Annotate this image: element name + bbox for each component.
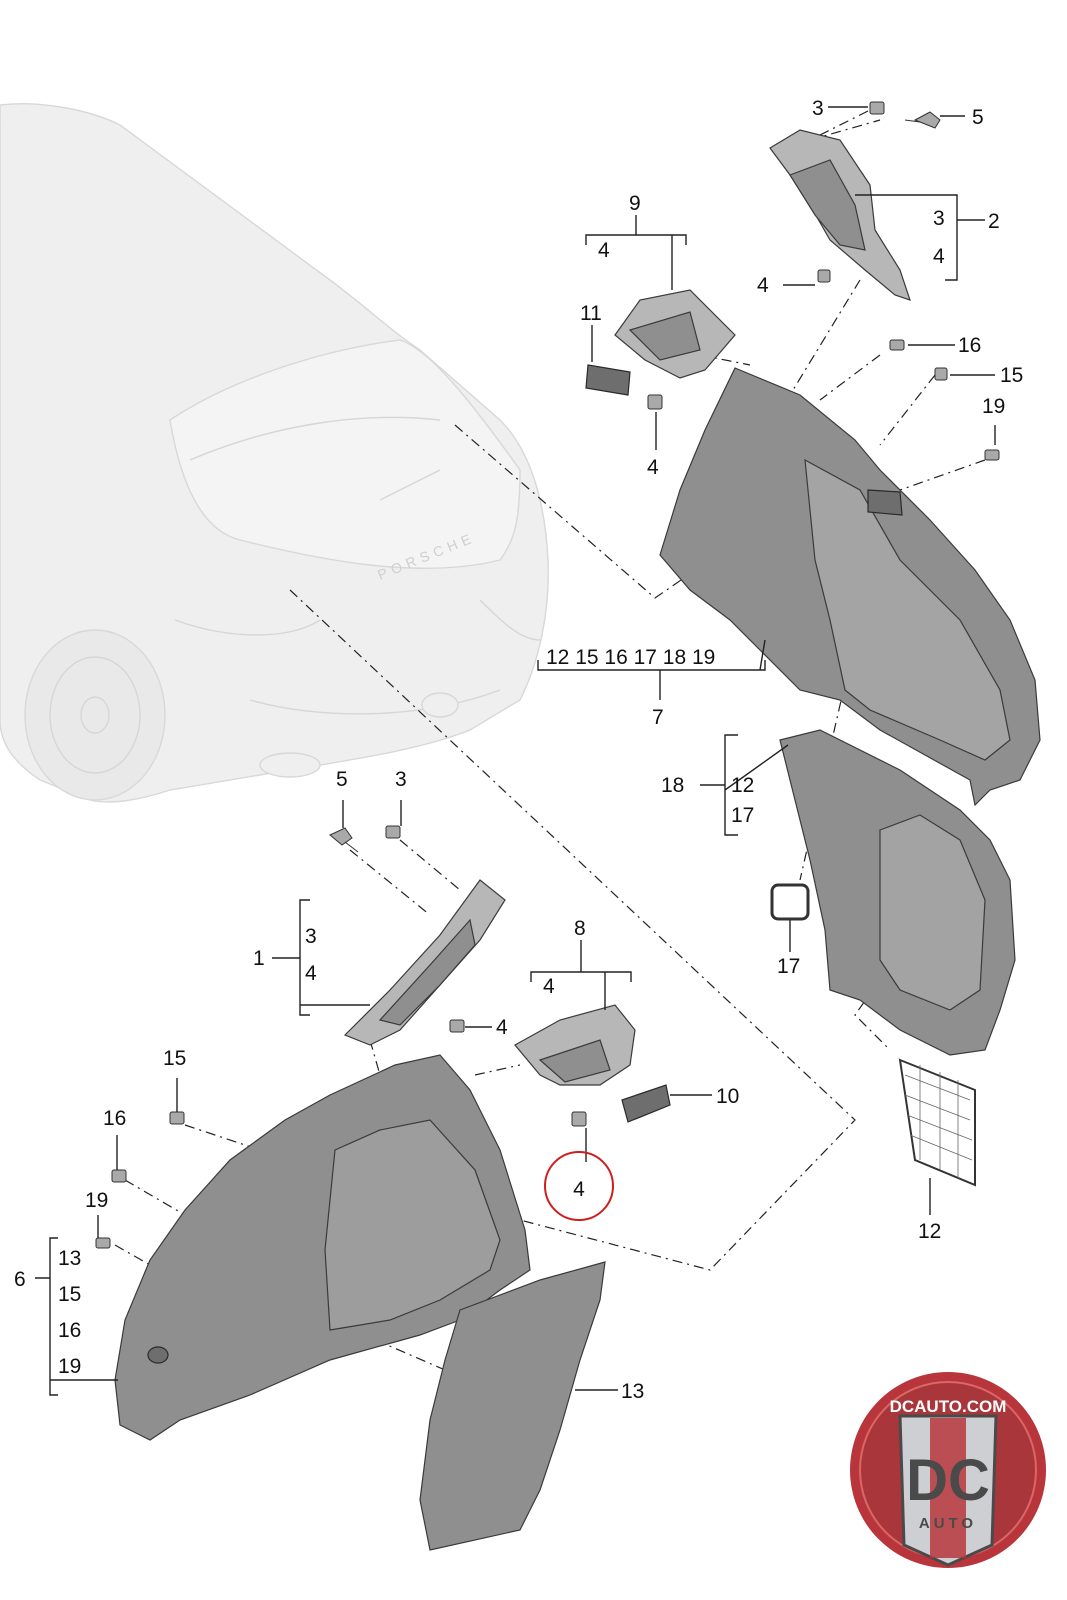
ring-17 (770, 883, 810, 921)
callout-6-item-13: 13 (58, 1247, 81, 1270)
callout-13: 13 (621, 1380, 644, 1403)
side-trim-left-6 (114, 1054, 531, 1441)
screw-upper-5 (904, 111, 941, 129)
small-clips-right (889, 339, 1000, 461)
callout-19-right: 19 (982, 395, 1005, 418)
callout-18-item-12: 12 (731, 774, 754, 797)
callout-1-item-4: 4 (305, 962, 317, 985)
callout-15-left: 15 (163, 1047, 186, 1070)
cover-13 (419, 1261, 606, 1551)
callout-2-item-4: 4 (933, 245, 945, 268)
callout-6-item-19: 19 (58, 1355, 81, 1378)
cover-10 (621, 1084, 671, 1123)
screw-lower-5 (329, 827, 359, 853)
panel-8 (514, 1004, 636, 1086)
assembly-guide-lines (114, 104, 986, 1371)
side-trim-right-7 (659, 367, 1041, 807)
callout-1-item-3: 3 (305, 925, 317, 948)
logo-sub: AUTO (919, 1515, 977, 1532)
callout-labels: 3 5 3 4 2 9 4 4 11 4 16 15 19 12 15 16 1… (14, 97, 1023, 1403)
callout-18-item-17: 17 (731, 804, 754, 827)
lower-pillar-trim-left (343, 879, 506, 1046)
callout-2: 2 (988, 210, 1000, 233)
callout-9-item-4: 4 (598, 239, 610, 262)
callout-6-item-15: 15 (58, 1283, 81, 1306)
clip-upper-3 (869, 101, 885, 115)
callout-19-left: 19 (85, 1189, 108, 1212)
callout-8: 8 (574, 917, 586, 940)
clip-4-mid (449, 1019, 465, 1033)
callout-1: 1 (253, 947, 265, 970)
callout-15-right: 15 (1000, 364, 1023, 387)
clip-lower-3 (385, 825, 401, 839)
small-clips-left (95, 1111, 185, 1249)
dcauto-watermark-logo: DCAUTO.COM DC AUTO (850, 1372, 1046, 1568)
clip-4-lower (571, 1111, 587, 1127)
callout-10: 10 (716, 1085, 739, 1108)
callout-9: 9 (629, 192, 641, 215)
callout-18: 18 (661, 774, 684, 797)
highlight-circle (544, 1151, 614, 1221)
callout-6: 6 (14, 1268, 26, 1291)
callout-5-top: 5 (972, 106, 984, 129)
vehicle-rear-illustration: PORSCHE (0, 103, 549, 803)
callout-4-mid: 4 (496, 1016, 508, 1039)
callout-16-left: 16 (103, 1107, 126, 1130)
callout-8-item-4: 4 (543, 975, 555, 998)
callout-16-right: 16 (958, 334, 981, 357)
cover-11 (585, 364, 631, 396)
clip-4-left-upper (647, 269, 831, 410)
callout-4-circled: 4 (573, 1178, 585, 1201)
callout-7-items: 12 15 16 17 18 19 (546, 646, 715, 669)
callout-4-upper: 4 (757, 274, 769, 297)
callout-7: 7 (652, 706, 664, 729)
panel-9 (614, 289, 736, 379)
callout-5-lower: 5 (336, 768, 348, 791)
callout-3-top: 3 (812, 97, 824, 120)
callout-3-lower: 3 (395, 768, 407, 791)
upper-pillar-trim-right (769, 129, 911, 301)
storage-tray-18 (779, 729, 1016, 1056)
callout-6-item-16: 16 (58, 1319, 81, 1342)
callout-4-left-upper: 4 (647, 456, 659, 479)
logo-site: DCAUTO.COM (890, 1397, 1007, 1416)
callout-17: 17 (777, 955, 800, 978)
logo-monogram: DC (906, 1448, 990, 1513)
callout-12: 12 (918, 1220, 941, 1243)
callout-11: 11 (580, 302, 602, 325)
net-12 (898, 1058, 976, 1187)
callout-2-item-3: 3 (933, 207, 945, 230)
callout-leaders (35, 106, 996, 1396)
